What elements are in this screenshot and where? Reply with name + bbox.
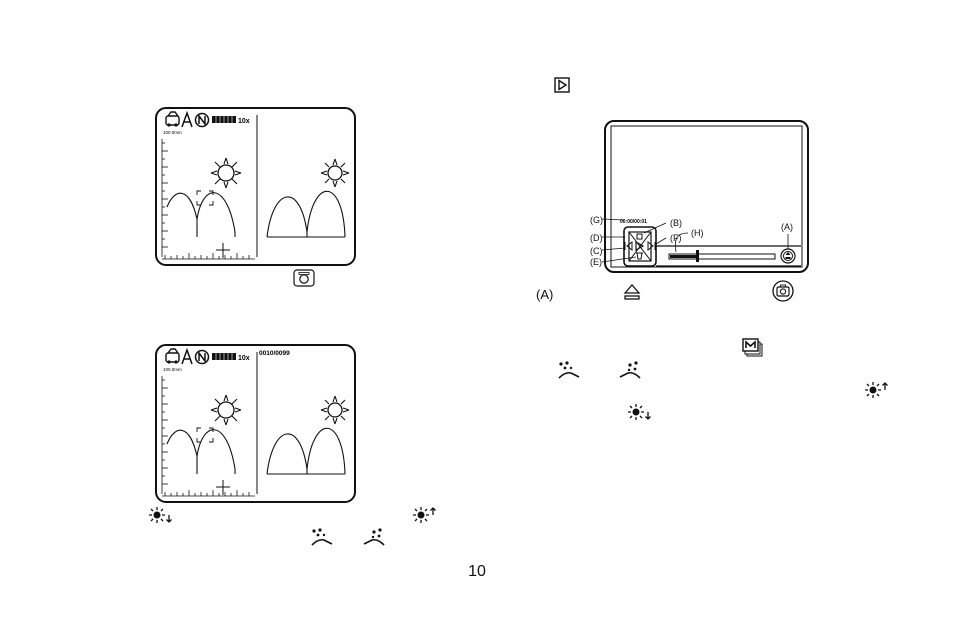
play-icon[interactable] [635,240,645,252]
battery-bar-icon [212,116,236,123]
crosshair [216,480,230,495]
camera-icon [293,269,315,287]
horizontal-ruler [162,490,255,497]
label-f: (F) [670,233,682,243]
contrast-down-icon [311,528,333,546]
sun-icon [320,158,350,188]
sun-icon [210,394,242,426]
brightness-down-icon [149,507,172,523]
label-d: (D) [590,233,603,243]
night-mode-icon [194,349,210,365]
night-mode-icon [194,112,210,128]
sun-icon [210,157,242,189]
label-e: (E) [590,257,602,267]
brightness-down-button[interactable] [627,403,653,421]
progress-fill [670,255,696,258]
brightness-down-icon [628,404,651,420]
memory-icon [742,338,763,357]
eject-icon [623,284,641,300]
brightness-up-button[interactable] [412,506,438,524]
caption-a: (A) [536,287,554,302]
focus-bracket [196,427,214,443]
playback-screen: 00:00/00:01 [601,120,810,274]
zoom-label: 10x [238,355,250,362]
focus-bracket [196,190,214,206]
zoom-label: 10x [238,118,250,125]
camera-icon [772,280,794,302]
horizontal-ruler [162,253,255,260]
mountain-right-scene [266,427,346,475]
skip-back-icon[interactable] [624,240,633,252]
brightness-up-icon [865,382,888,398]
car-icon [165,348,180,364]
brightness-up-button[interactable] [864,381,890,399]
page-number: 10 [468,563,486,580]
contrast-down-button[interactable] [557,360,581,380]
camera-button[interactable] [293,269,315,287]
contrast-up-icon [619,361,641,379]
lcd-screen-top: 10x 100.0mm [155,107,357,267]
label-g: (G) [590,215,603,225]
delete-icon[interactable] [636,252,643,260]
brightness-up-icon [413,507,436,523]
sun-icon [320,395,350,425]
scale-label: 100.0mm [163,367,182,372]
mountain-left-scene [166,192,236,237]
label-a: (A) [781,222,793,232]
mountain-left-scene [166,429,236,474]
mountain-right-scene [266,190,346,238]
skip-forward-icon[interactable] [647,240,656,252]
vertical-ruler [161,139,168,257]
car-icon [165,111,180,127]
playback-mode-icon-wrap [554,77,570,93]
label-h: (H) [691,228,704,238]
label-b: (B) [670,218,682,228]
capture-button[interactable] [772,280,794,302]
battery-bar-icon [212,353,236,360]
eject-button[interactable] [623,283,641,301]
play-mode-icon [554,77,570,93]
contrast-down-icon [558,361,580,379]
lcd-screen-bottom: 10x 0010/0099 100.0mm [155,344,357,504]
brightness-down-button[interactable] [148,506,174,524]
progress-handle[interactable] [696,250,699,262]
memory-button[interactable] [742,338,764,358]
contrast-up-button[interactable] [618,360,642,380]
stop-icon[interactable] [636,233,643,240]
contrast-up-icon [363,528,385,546]
auto-mode-icon [181,110,193,128]
auto-mode-icon [181,347,193,365]
label-c: (C) [590,246,603,256]
vertical-ruler [161,376,168,494]
file-counter: 0010/0099 [259,350,290,357]
time-readout: 00:00/00:01 [620,219,647,225]
scale-label: 100.0mm [163,130,182,135]
contrast-up-button[interactable] [362,527,386,547]
crosshair [216,243,230,258]
contrast-down-button[interactable] [310,527,334,547]
mode-button-a[interactable] [780,248,796,264]
